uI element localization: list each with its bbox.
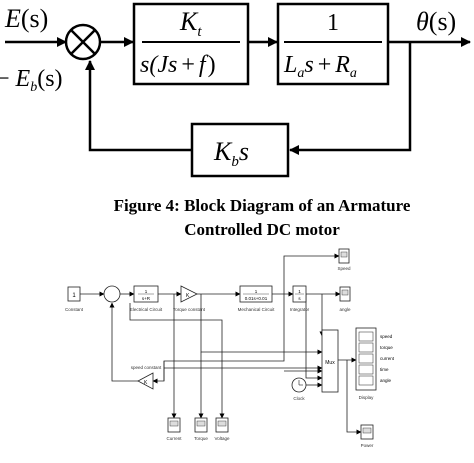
block-diagram: E(s) Kt s(Js+f) 1 Las+Ra θ(s) bbox=[0, 2, 471, 178]
svg-text:K: K bbox=[186, 293, 190, 299]
torque-constant-gain: K Torque constant bbox=[173, 285, 206, 312]
svg-text:Torque: Torque bbox=[194, 436, 208, 441]
svg-text:speed: speed bbox=[380, 334, 393, 339]
output-signal-label: θ(s) bbox=[416, 7, 456, 36]
svg-text:Power: Power bbox=[361, 443, 374, 448]
input-signal-label: E(s) bbox=[4, 4, 48, 33]
motor-torque-block: Kt s(Js+f) bbox=[132, 2, 250, 86]
svg-text:angle: angle bbox=[339, 307, 351, 312]
block2-denominator: Las+Ra bbox=[283, 52, 357, 81]
back-emf-block: Kbs bbox=[190, 122, 290, 178]
svg-text:torque: torque bbox=[380, 345, 393, 350]
block1-numerator: Kt bbox=[179, 7, 202, 40]
simulink-sum-block bbox=[103, 285, 121, 303]
svg-text:1: 1 bbox=[145, 289, 148, 294]
block1-denominator: s(Js+f) bbox=[140, 52, 216, 78]
svg-text:Mechanical Circuit: Mechanical Circuit bbox=[238, 307, 276, 312]
svg-text:1: 1 bbox=[298, 289, 301, 294]
mechanical-circuit-block: 1 0.01s+0.01 Mechanical Circuit bbox=[238, 285, 276, 312]
simulink-model: 1 Constant 1 s+R Electrical Circuit K To… bbox=[65, 248, 395, 448]
svg-text:s+R: s+R bbox=[142, 296, 151, 301]
svg-text:Current: Current bbox=[166, 436, 182, 441]
svg-text:Speed: Speed bbox=[337, 266, 351, 271]
angle-scope: angle bbox=[339, 286, 351, 312]
current-scope: Current bbox=[166, 417, 182, 441]
speed-scope: Speed bbox=[337, 248, 351, 271]
summing-junction bbox=[64, 23, 102, 61]
svg-text:0.01s+0.01: 0.01s+0.01 bbox=[245, 296, 268, 301]
svg-text:s: s bbox=[298, 296, 301, 301]
integrator-block: 1 s Integrator bbox=[290, 285, 310, 312]
clock-block: Clock bbox=[291, 377, 307, 401]
speed-constant-gain: K speed constant bbox=[131, 365, 162, 390]
feedback-right-path bbox=[289, 42, 412, 155]
display-block: speed torque current time angle Display bbox=[355, 327, 395, 400]
svg-text:Voltage: Voltage bbox=[214, 436, 230, 441]
voltage-scope: Voltage bbox=[214, 417, 230, 441]
svg-text:angle: angle bbox=[380, 378, 392, 383]
feedback-left-path bbox=[85, 60, 192, 152]
svg-text:Integrator: Integrator bbox=[290, 307, 310, 312]
electrical-circuit-block: 1 s+R Electrical Circuit bbox=[130, 285, 163, 312]
feedback-signal-label: −Eb(s) bbox=[0, 66, 63, 95]
svg-text:time: time bbox=[380, 367, 389, 372]
block2-numerator: 1 bbox=[327, 10, 339, 36]
svg-text:Torque constant: Torque constant bbox=[173, 307, 206, 312]
constant-block: 1 Constant bbox=[65, 286, 84, 312]
svg-text:1: 1 bbox=[255, 289, 258, 294]
svg-text:Display: Display bbox=[359, 395, 375, 400]
svg-text:Electrical Circuit: Electrical Circuit bbox=[130, 307, 163, 312]
mux-block: Mux bbox=[321, 329, 339, 393]
svg-text:speed constant: speed constant bbox=[131, 365, 162, 370]
svg-text:Mux: Mux bbox=[325, 360, 335, 366]
svg-text:Constant: Constant bbox=[65, 307, 84, 312]
svg-text:K: K bbox=[144, 380, 148, 386]
svg-text:current: current bbox=[380, 356, 395, 361]
power-scope: Power bbox=[360, 424, 374, 448]
feedback-block-label: Kbs bbox=[213, 137, 249, 170]
figure-caption-line2: Controlled DC motor bbox=[184, 220, 340, 239]
svg-text:1: 1 bbox=[72, 293, 76, 299]
figure-caption-line1: Figure 4: Block Diagram of an Armature bbox=[114, 196, 411, 215]
torque-scope: Torque bbox=[194, 417, 208, 441]
svg-text:Clock: Clock bbox=[293, 396, 305, 401]
armature-block: 1 Las+Ra bbox=[276, 2, 390, 86]
